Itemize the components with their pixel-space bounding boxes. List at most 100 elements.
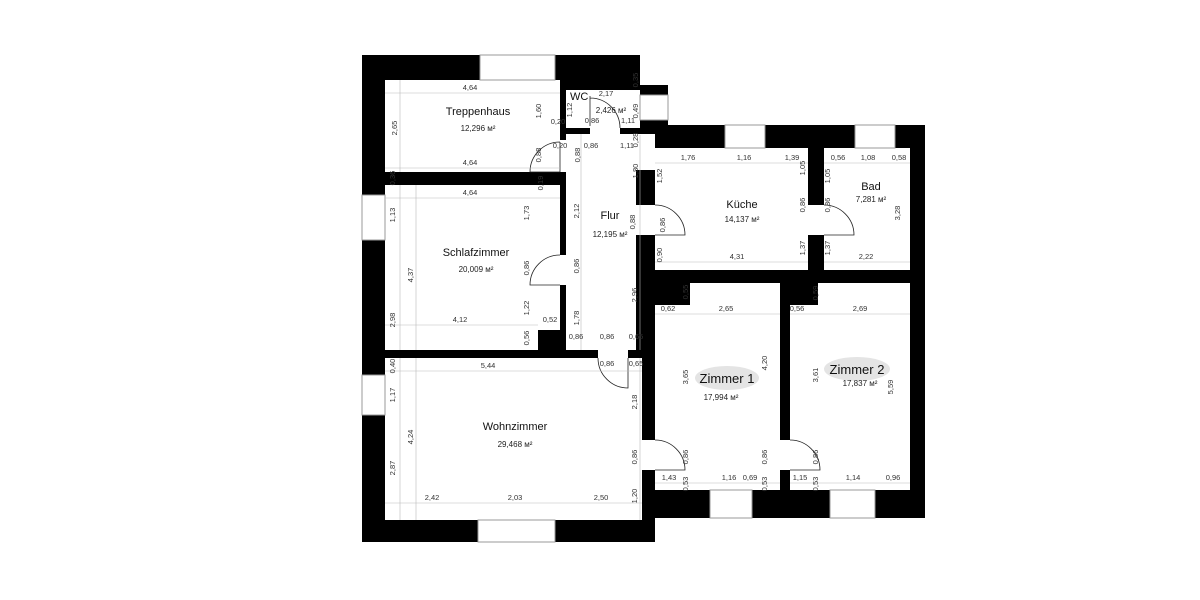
room-zimmer2 bbox=[790, 283, 910, 490]
dimension-label: 4,24 bbox=[406, 430, 415, 445]
window bbox=[361, 374, 386, 416]
dimension-label: 3,65 bbox=[681, 370, 690, 385]
dimension-label: 1,76 bbox=[681, 153, 696, 162]
dimension-label: 1,15 bbox=[793, 473, 808, 482]
dimension-label: 0,53 bbox=[681, 477, 690, 492]
room-name: Küche bbox=[726, 199, 757, 211]
dimension-label: 0,56 bbox=[522, 331, 531, 346]
room-area: 12,296 м² bbox=[461, 124, 496, 133]
room-name: Bad bbox=[861, 181, 881, 193]
dimension-label: 0,65 bbox=[629, 359, 644, 368]
window bbox=[639, 94, 669, 121]
dimension-label: 2,96 bbox=[630, 288, 639, 303]
room-area: 7,281 м² bbox=[856, 195, 887, 204]
dimension-label: 2,98 bbox=[388, 313, 397, 328]
door-schlafzimmer bbox=[529, 254, 561, 286]
dimension-label: 0,86 bbox=[584, 141, 599, 150]
dimension-label: 1,05 bbox=[823, 169, 832, 184]
dimension-label: 0,40 bbox=[388, 359, 397, 374]
dimension-label: 0,86 bbox=[600, 359, 615, 368]
dimension-label: 1,22 bbox=[522, 301, 531, 316]
dimension-label: 3,61 bbox=[811, 368, 820, 383]
dimension-label: 2,50 bbox=[594, 493, 609, 502]
dimension-label: 0,88 bbox=[628, 215, 637, 230]
door-kueche bbox=[654, 204, 686, 236]
dimension-label: 0,86 bbox=[658, 218, 667, 233]
room-area: 20,009 м² bbox=[459, 265, 494, 274]
dimension-label: 0,58 bbox=[892, 153, 907, 162]
dimension-label: 1,12 bbox=[565, 103, 574, 118]
dimension-label: 1,80 bbox=[631, 164, 640, 179]
dimension-label: 0,86 bbox=[811, 450, 820, 465]
dimension-label: 0,69 bbox=[743, 473, 758, 482]
dimension-label: 1,52 bbox=[655, 169, 664, 184]
door-wohnzimmer bbox=[597, 357, 629, 389]
dimension-label: 1,16 bbox=[722, 473, 737, 482]
dimension-label: 0,59 bbox=[811, 286, 820, 301]
room-area: 2,426 м² bbox=[596, 106, 627, 115]
room-area: 17,994 м² bbox=[704, 393, 739, 402]
dimension-label: 1,39 bbox=[785, 153, 800, 162]
dimension-label: 0,86 bbox=[630, 450, 639, 465]
window bbox=[709, 489, 753, 519]
dimension-label: 1,37 bbox=[798, 241, 807, 256]
dimension-label: 4,31 bbox=[730, 252, 745, 261]
window bbox=[477, 519, 556, 543]
dimension-label: 1,11 bbox=[621, 116, 635, 125]
window bbox=[361, 194, 386, 241]
dimension-label: 0,62 bbox=[661, 304, 676, 313]
label-highlight bbox=[824, 357, 890, 381]
room-name: Treppenhaus bbox=[446, 106, 511, 118]
dimension-label: 0,86 bbox=[572, 259, 581, 274]
dimension-label: 1,60 bbox=[534, 104, 543, 119]
dimension-label: 1,73 bbox=[522, 206, 531, 221]
dimension-label: 1,05 bbox=[798, 161, 807, 176]
room-name: Schlafzimmer bbox=[443, 247, 510, 259]
dimension-label: 4,64 bbox=[463, 158, 478, 167]
dimension-label: 0,28 bbox=[631, 133, 640, 148]
dimension-label: 0,88 bbox=[534, 148, 543, 163]
dimension-label: 1,08 bbox=[861, 153, 876, 162]
dimension-label: 3,28 bbox=[893, 206, 902, 221]
dimension-label: 0,90 bbox=[655, 248, 664, 263]
dimension-label: 4,37 bbox=[406, 268, 415, 283]
dimension-label: 1,17 bbox=[388, 388, 397, 403]
dimension-label: 1,13 bbox=[388, 208, 397, 223]
dimension-label: 2,22 bbox=[859, 252, 874, 261]
room-area: 14,137 м² bbox=[725, 215, 760, 224]
dimension-label: 0,53 bbox=[811, 477, 820, 492]
dimension-label: 2,03 bbox=[508, 493, 523, 502]
dimension-label: 0,49 bbox=[631, 104, 640, 119]
door-zimmer1 bbox=[654, 439, 686, 471]
room-name: Flur bbox=[601, 210, 620, 222]
door-treppenhaus bbox=[529, 141, 561, 173]
window bbox=[479, 54, 556, 81]
dimension-label: 0,20 bbox=[551, 117, 566, 126]
dimension-label: 0,86 bbox=[585, 116, 600, 125]
room-area: 29,468 м² bbox=[498, 440, 533, 449]
dimension-label: 2,17 bbox=[599, 89, 614, 98]
room-treppenhaus bbox=[385, 80, 560, 172]
door-bad bbox=[823, 204, 855, 236]
room-wohnzimmer bbox=[385, 358, 642, 520]
dimension-label: 0,20 bbox=[553, 141, 568, 150]
dimension-label: 2,69 bbox=[853, 304, 868, 313]
dimension-label: 0,19 bbox=[536, 176, 545, 191]
room-wc bbox=[566, 90, 640, 128]
dimension-label: 0,96 bbox=[886, 473, 901, 482]
room-area: 17,837 м² bbox=[843, 379, 878, 388]
room-kueche bbox=[655, 148, 808, 270]
dimension-label: 0,86 bbox=[569, 332, 584, 341]
dimension-label: 0,86 bbox=[823, 198, 832, 213]
dimension-label: 2,65 bbox=[719, 304, 734, 313]
dimension-label: 0,56 bbox=[831, 153, 846, 162]
dimension-label: 4,12 bbox=[453, 315, 468, 324]
dimension-lines bbox=[385, 80, 910, 520]
dimension-label: 2,18 bbox=[630, 395, 639, 410]
doors bbox=[529, 96, 855, 471]
dimension-label: 0,86 bbox=[798, 198, 807, 213]
room-flur bbox=[566, 134, 636, 350]
dimension-label: 0,86 bbox=[522, 261, 531, 276]
room-name: Wohnzimmer bbox=[483, 421, 548, 433]
dimension-label: 0,52 bbox=[543, 315, 558, 324]
